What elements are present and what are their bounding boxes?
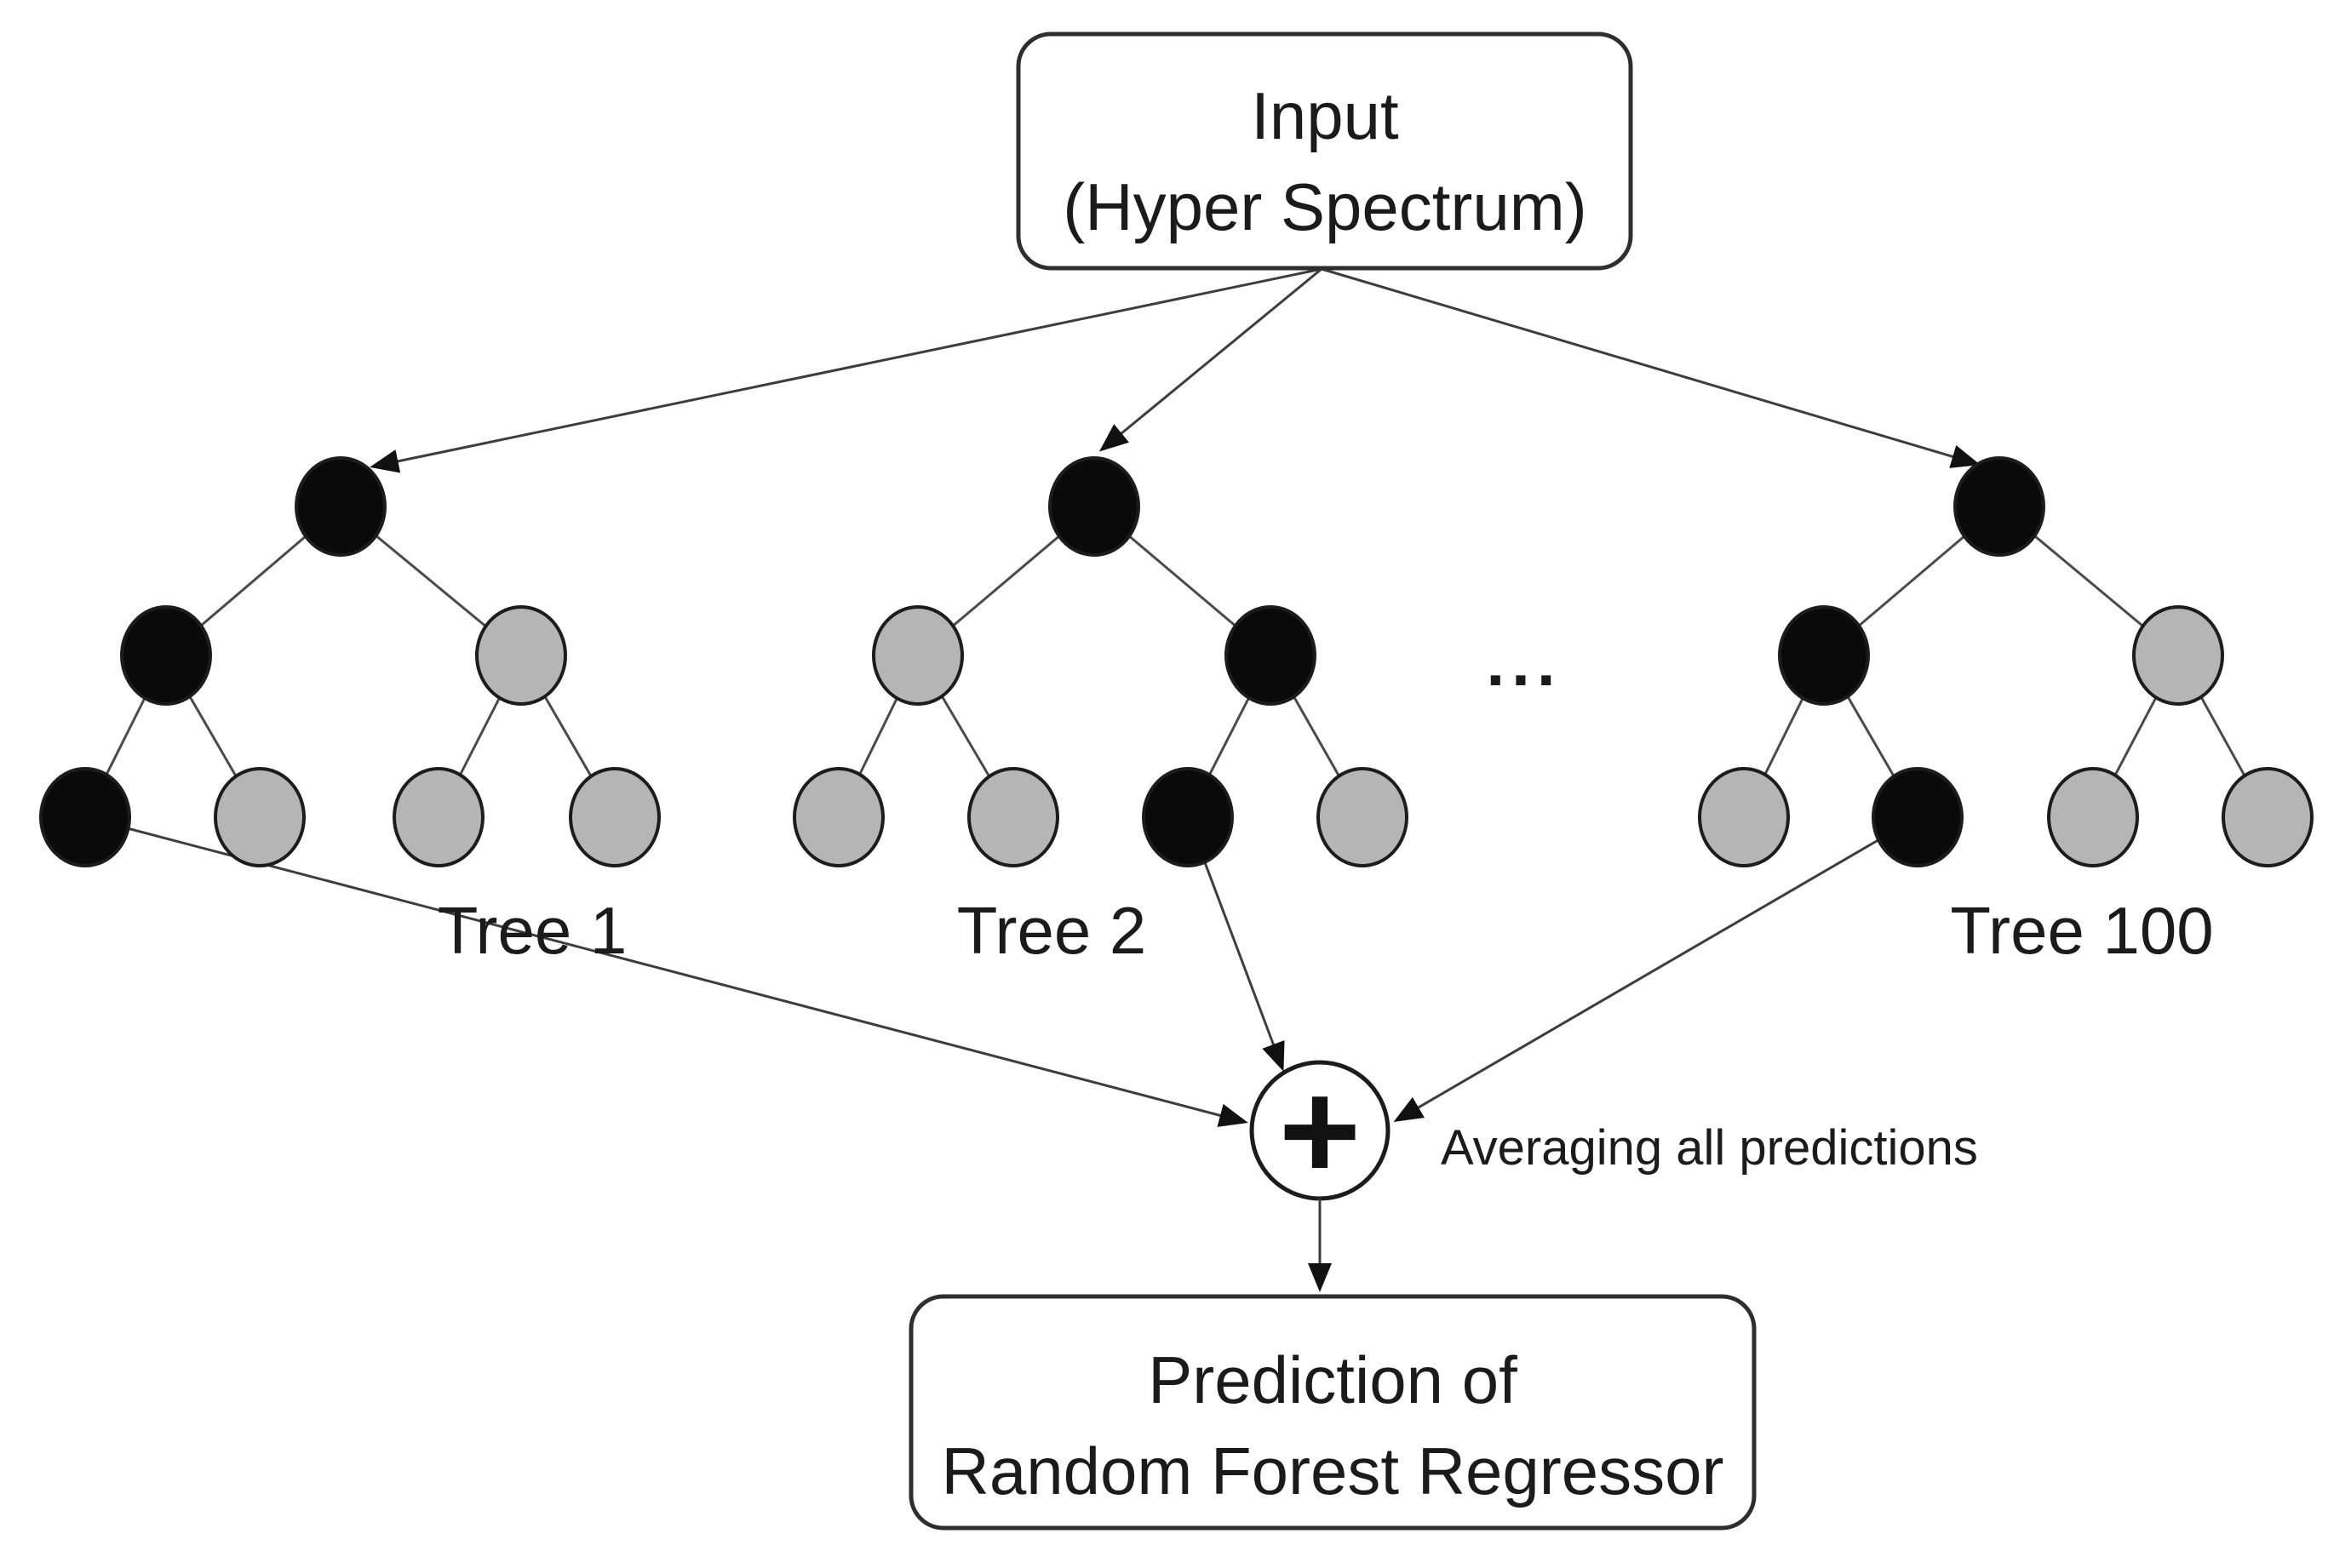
tree-node-leaf (393, 767, 485, 867)
input-box: Input (Hyper Spectrum) (1016, 31, 1633, 271)
tree-node-root (1048, 456, 1140, 557)
tree-node-leaf (1698, 767, 1790, 867)
tree-1-label: Tree 1 (438, 893, 628, 968)
input-to-tree-arrows (370, 267, 1981, 473)
averaging-label: Averaging all predictions (1441, 1120, 1978, 1176)
tree-node-leaf (2222, 767, 2314, 867)
input-box-line1: Input (1251, 78, 1399, 153)
output-box-line2: Random Forest Regressor (941, 1434, 1723, 1508)
sum-node: + (1249, 1052, 1391, 1209)
tree-node-root (295, 456, 387, 557)
tree-2: Tree 2 (793, 456, 1408, 968)
tree-node (1778, 605, 1870, 706)
tree-node-leaf (39, 767, 131, 867)
tree-node (475, 605, 567, 706)
tree-100-label: Tree 100 (1950, 893, 2213, 968)
input-box-shape (1016, 31, 1633, 271)
arrow-input-to-tree2 (1098, 267, 1322, 452)
tree-node-leaf (1142, 767, 1234, 867)
tree-node (872, 605, 964, 706)
input-box-line2: (Hyper Spectrum) (1063, 169, 1586, 244)
arrow-input-to-tree1 (370, 267, 1322, 473)
tree-node-leaf (793, 767, 885, 867)
tree-node-leaf (1316, 767, 1408, 867)
tree-node (2132, 605, 2224, 706)
tree-node-leaf (569, 767, 661, 867)
tree-node-leaf (2047, 767, 2139, 867)
tree-node-root (1953, 456, 2045, 557)
tree-node-leaf (1872, 767, 1964, 867)
tree-1: Tree 1 (39, 456, 661, 968)
ellipsis: ... (1486, 625, 1562, 700)
tree-node-leaf (214, 767, 306, 867)
tree-node (1224, 605, 1316, 706)
tree-100: Tree 100 (1698, 456, 2314, 968)
arrow-input-to-tree100 (1321, 267, 1981, 468)
output-box-shape (909, 1294, 1757, 1531)
tree-node (120, 605, 212, 706)
plus-icon: + (1279, 1052, 1361, 1209)
arrow-tree100-to-sum (1393, 815, 1918, 1123)
tree-node-leaf (967, 767, 1059, 867)
output-box-line1: Prediction of (1148, 1342, 1517, 1417)
arrow-tree1-to-sum (84, 815, 1248, 1127)
tree-2-label: Tree 2 (957, 893, 1147, 968)
output-box: Prediction of Random Forest Regressor (909, 1294, 1757, 1531)
